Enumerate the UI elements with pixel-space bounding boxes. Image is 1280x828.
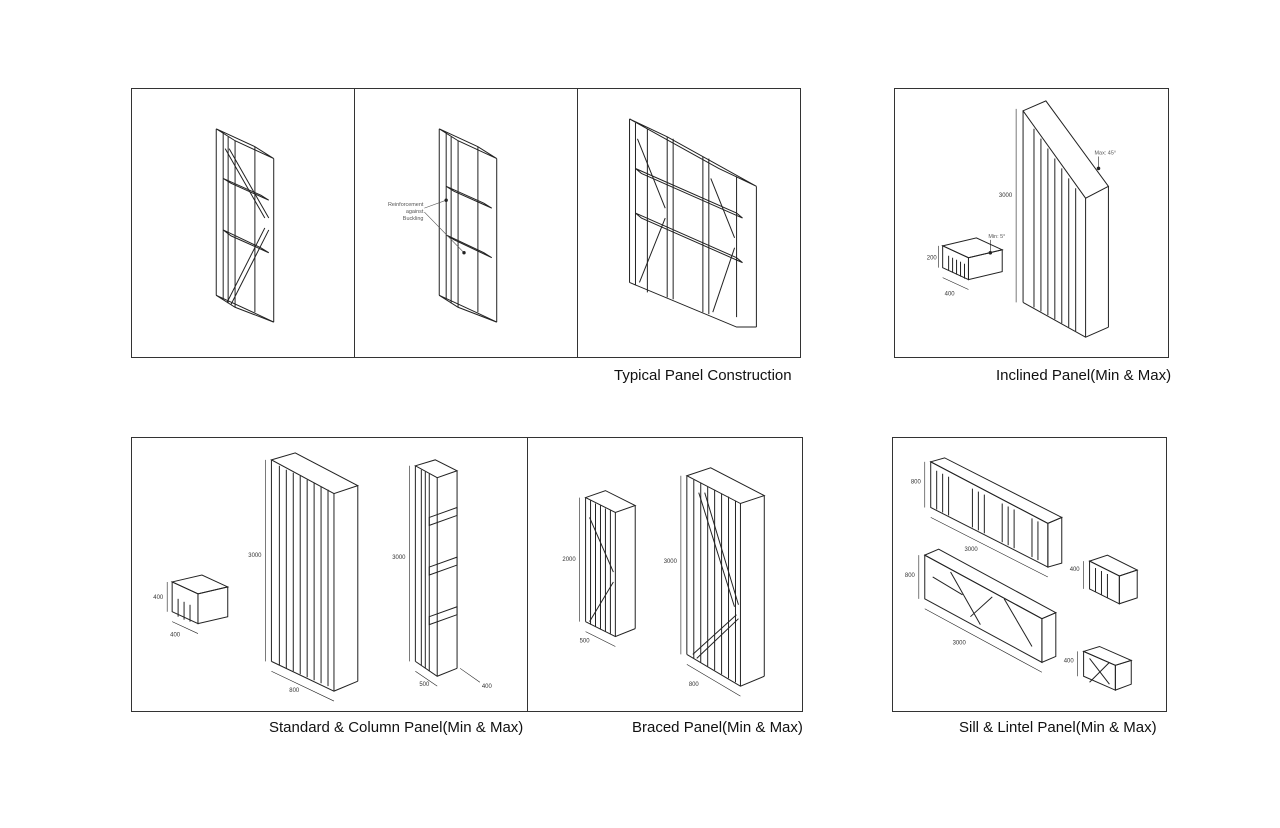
reinforcement-note-line1: Reinforcement	[388, 202, 424, 208]
dim-inclined-height: 3000	[999, 193, 1013, 199]
caption-sill-lintel-panel: Sill & Lintel Panel(Min & Max)	[959, 719, 1157, 736]
dim-sill-min-height: 400	[1070, 567, 1081, 573]
dim-lintel-length: 3000	[953, 640, 967, 646]
inclined-panel-drawing: 3000 200 400 Max: 45° Min: 5°	[927, 89, 1117, 357]
max-angle-note: Max: 45°	[1095, 151, 1117, 157]
dim-sill-height: 800	[911, 480, 922, 486]
dim-standard-height: 3000	[248, 553, 262, 559]
typical-panel-1	[131, 88, 355, 358]
dim-lintel-min-height: 400	[1064, 658, 1075, 664]
standard-column-drawing: 400 400 3000 800 3000 500 400	[153, 438, 493, 711]
dim-lintel-height: 800	[905, 573, 916, 579]
caption-braced-panel: Braced Panel(Min & Max)	[632, 719, 803, 736]
typical-panel-3	[577, 88, 801, 358]
dim-sill-length: 3000	[964, 547, 978, 553]
dim-column-width: 500	[419, 682, 430, 688]
x-braced-panel-drawing	[132, 89, 354, 357]
dim-inclined-min-height: 200	[927, 256, 938, 262]
dim-braced-width: 800	[689, 682, 700, 688]
sill-lintel-panel-box: 800 3000 800 3000 400 400	[892, 437, 1167, 712]
reinforcement-note-line2: against	[406, 209, 424, 215]
inclined-panel-box: 3000 200 400 Max: 45° Min: 5°	[894, 88, 1169, 358]
caption-typical-panel: Typical Panel Construction	[614, 367, 792, 384]
dim-standard-min-height: 400	[153, 595, 164, 601]
dim-column-height: 3000	[392, 555, 406, 561]
caption-standard-column-panel: Standard & Column Panel(Min & Max)	[269, 719, 524, 736]
dim-braced-min-width: 500	[580, 639, 591, 645]
sill-lintel-drawing: 800 3000 800 3000 400 400	[905, 438, 1166, 711]
reinforced-frame-drawing: Reinforcement against Buckling	[388, 89, 577, 357]
braced-panel-drawing: 2000 500 3000 800	[562, 438, 802, 711]
dim-braced-height: 3000	[664, 559, 678, 565]
min-angle-note: Min: 5°	[988, 234, 1005, 240]
typical-panel-2: Reinforcement against Buckling	[354, 88, 578, 358]
dim-inclined-min-width: 400	[945, 291, 956, 297]
standard-column-panel-box: 400 400 3000 800 3000 500 400	[131, 437, 528, 712]
reinforcement-note-line3: Buckling	[403, 216, 424, 222]
braced-panel-box: 2000 500 3000 800	[527, 437, 803, 712]
dim-braced-min-height: 2000	[562, 557, 576, 563]
dim-standard-min-width: 400	[170, 633, 181, 639]
caption-inclined-panel: Inclined Panel(Min & Max)	[996, 367, 1172, 384]
assembled-panels-drawing	[578, 89, 800, 357]
dim-standard-width: 800	[289, 688, 300, 694]
dim-column-depth: 400	[482, 684, 493, 690]
